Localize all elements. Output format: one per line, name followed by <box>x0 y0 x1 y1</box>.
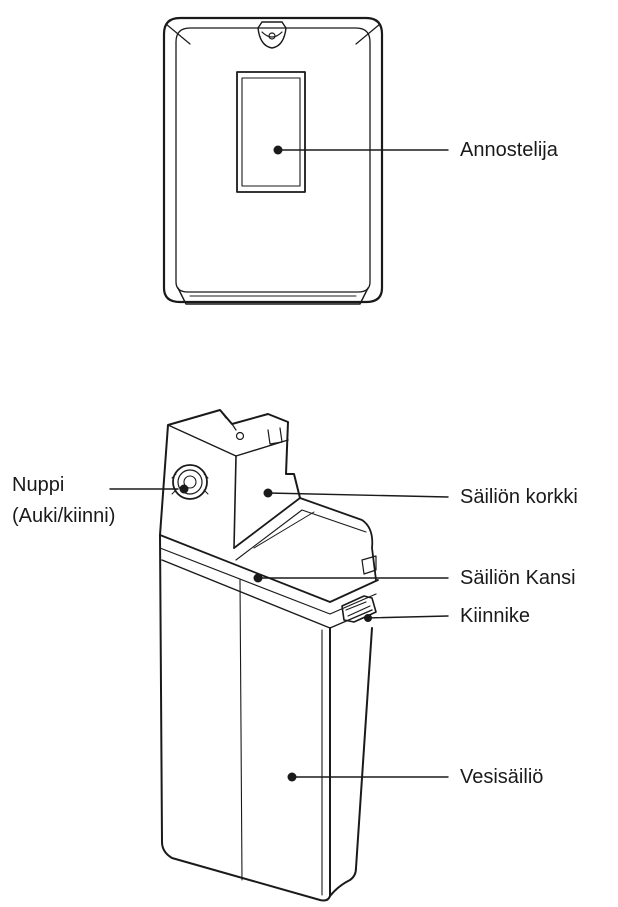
dispenser-point <box>273 145 283 155</box>
knob-point <box>179 484 189 494</box>
knob-label: Nuppi <box>12 474 65 496</box>
tank-cap-point <box>263 488 273 498</box>
dispenser-drawing <box>162 16 384 305</box>
water-tank-label: Vesisäiliö <box>460 766 544 788</box>
latch-point <box>364 614 372 622</box>
leader-dots <box>179 145 372 782</box>
leader-lines <box>109 149 449 778</box>
latch-label: Kiinnike <box>460 605 531 627</box>
dispenser-label: Annostelija <box>460 139 558 161</box>
knob-sublabel: (Auki/kiinni) <box>12 505 116 527</box>
tank-lid-point <box>253 573 263 583</box>
water-tank-drawing <box>159 409 379 902</box>
tank-cap-label: Säiliön korkki <box>460 486 578 508</box>
water-tank-point <box>287 772 297 782</box>
tank-lid-label: Säiliön Kansi <box>460 567 576 589</box>
